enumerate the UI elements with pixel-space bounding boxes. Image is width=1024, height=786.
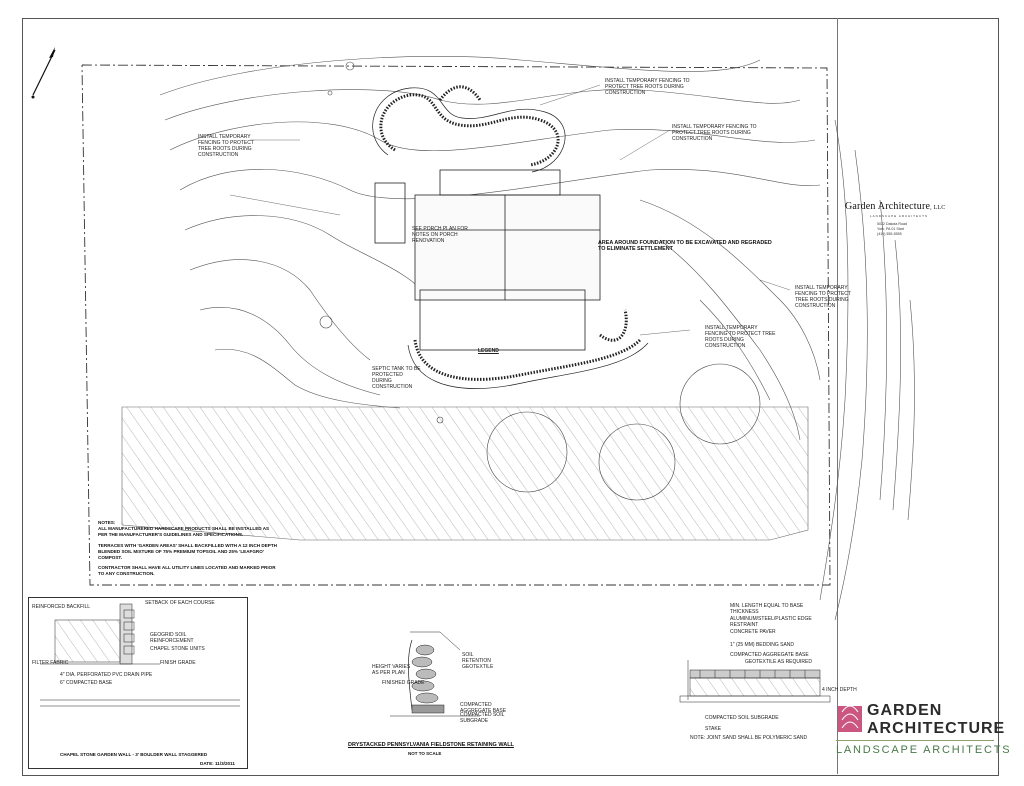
pv-note: Note: Joint sand shall be polymeric sand bbox=[690, 735, 808, 741]
pv-label-subgrade: Compacted soil subgrade bbox=[705, 715, 779, 721]
note-porch: See porch plan for notes on porch renova… bbox=[412, 226, 468, 244]
date-label: Date: bbox=[200, 761, 214, 766]
logo-line1: GARDEN bbox=[867, 702, 943, 719]
note-fence-e: Install temporary fencing to protect tre… bbox=[672, 124, 757, 142]
note-fence-w: Install temporary fencing to protect tre… bbox=[198, 134, 254, 158]
general-note-2: Terraces with 'garden areas' shall backf… bbox=[98, 542, 277, 561]
note-legend: Legend bbox=[478, 348, 499, 354]
firm-tagline: Landscape Architects bbox=[870, 214, 929, 218]
pv-label-geo: Geotextile as required bbox=[745, 659, 812, 665]
logo-subtitle: LANDSCAPE ARCHITECTS bbox=[836, 744, 1012, 756]
firm-name-small: Garden Architecture, LLC bbox=[845, 201, 946, 212]
pv-label-paver: Concrete paver bbox=[730, 629, 776, 635]
garden-wall-detail bbox=[28, 597, 248, 769]
titleblock-divider bbox=[837, 18, 838, 774]
wall-outlines bbox=[372, 87, 649, 389]
firm-address-line2: York, PA 01 Start bbox=[877, 227, 904, 231]
gw-label-fabric: Filter Fabric bbox=[32, 660, 69, 666]
gw-label-base: 6" Compacted Base bbox=[60, 680, 113, 686]
pv-label-agg: Compacted aggregate base bbox=[730, 652, 809, 658]
fs-label-subgrade: Compacted soil subgrade bbox=[460, 712, 505, 724]
pv-label-depth: 4 inch depth bbox=[822, 687, 857, 693]
firm-name: Garden Architecture bbox=[845, 201, 931, 212]
fieldstone-wall-title: Drystacked Pennsylvania Fieldstone Retai… bbox=[348, 742, 514, 748]
firm-address: 5022 Dakota Road York, PA 01 Start (410)… bbox=[877, 222, 907, 237]
note-fence-ne: Install temporary fencing to protect tre… bbox=[605, 78, 690, 96]
fieldstone-wall-drawing bbox=[390, 631, 480, 717]
date-value: 11/3/2011 bbox=[214, 761, 235, 766]
firm-address-line1: 5022 Dakota Road bbox=[877, 222, 907, 226]
fs-label-height: Height varies as per plan bbox=[372, 664, 411, 676]
general-note-1: All manufacturered hardscape products sh… bbox=[98, 526, 270, 538]
general-note-3: Contractor shall have all utility lines … bbox=[98, 565, 276, 577]
property-line bbox=[81, 64, 831, 586]
general-notes-heading: Notes: bbox=[98, 520, 116, 525]
house-footprint bbox=[374, 169, 601, 351]
gw-label-pipe: 4" Dia. Perforated PVC Drain Pipe bbox=[60, 672, 153, 678]
gw-label-backfill: Reinforced Backfill bbox=[32, 604, 91, 610]
logo-line2: ARCHITECTURE bbox=[867, 720, 1006, 737]
paver-detail-drawing bbox=[679, 660, 831, 703]
pv-label-stake: Stake bbox=[705, 726, 722, 732]
fs-label-geotextile: Soil retention geotextile bbox=[462, 652, 494, 670]
sheet-border bbox=[22, 18, 999, 776]
gw-label-grade: Finish Grade bbox=[160, 660, 196, 666]
logo-rule bbox=[836, 740, 994, 741]
fs-label-grade: Finished grade bbox=[382, 680, 425, 686]
fs-label-agg: Compacted aggregate base bbox=[460, 702, 507, 714]
note-septic: Septic tank to be protected during const… bbox=[372, 366, 421, 390]
fieldstone-wall-subtitle: Not to scale bbox=[408, 751, 442, 756]
leader-lines bbox=[229, 84, 791, 336]
gw-label-units: Chapel Stone Units bbox=[150, 646, 205, 652]
garden-wall-section-drawing bbox=[40, 603, 240, 707]
firm-suffix: , LLC bbox=[930, 205, 946, 211]
retaining-walls bbox=[379, 85, 642, 381]
note-fence-far-e: Install temporary fencing to protect tre… bbox=[795, 285, 851, 309]
pv-label-sand: 1" (25 mm) bedding sand bbox=[730, 642, 795, 648]
pv-label-length: Min. length equal to base thickness bbox=[730, 603, 804, 615]
note-fence-se: Install temporary fencing to protect tre… bbox=[705, 325, 776, 349]
logo-mark-icon bbox=[838, 705, 862, 732]
note-area-foundation: Area around foundation to be excavated a… bbox=[598, 240, 772, 253]
general-notes: Notes: All manufacturered hardscape prod… bbox=[98, 520, 278, 578]
garden-wall-title: Chapel Stone Garden Wall - 3' Boulder Wa… bbox=[60, 752, 208, 757]
gw-label-setback: Setback of each course bbox=[145, 600, 215, 606]
gw-label-geogrid: Geogrid Soil Reinforcement bbox=[150, 632, 194, 644]
north-arrow-icon bbox=[31, 47, 56, 99]
trees bbox=[319, 61, 761, 501]
garden-wall-date: Date: 11/3/2011 bbox=[200, 761, 235, 766]
pv-label-edge: Aluminum/steel/plastic edge restraint bbox=[730, 616, 812, 628]
lawn-hatch-area bbox=[121, 406, 809, 541]
firm-phone: (410) 555-5555 bbox=[877, 232, 902, 236]
contour-lines bbox=[159, 56, 915, 621]
